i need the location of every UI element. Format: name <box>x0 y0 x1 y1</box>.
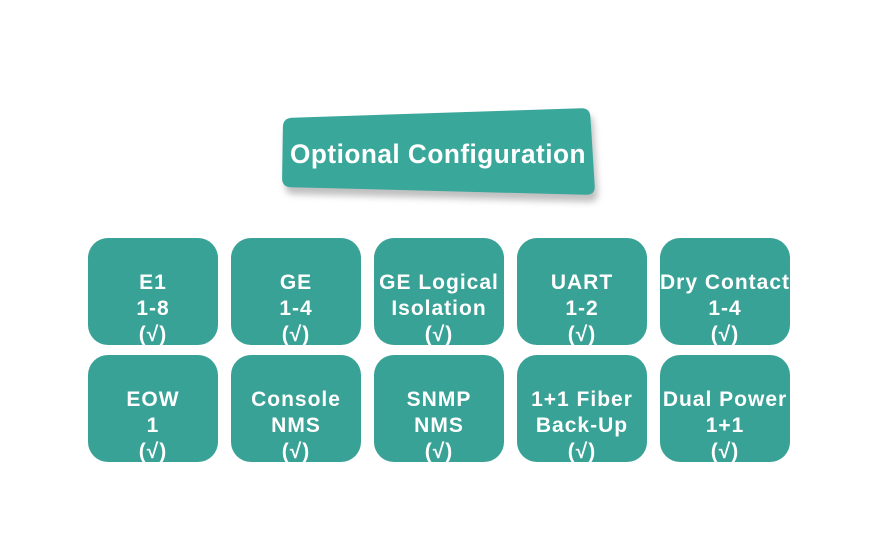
card-line: (√) <box>281 323 311 346</box>
banner: Optional Configuration <box>282 108 598 202</box>
card-lines: Dual Power 1+1 (√) <box>663 387 787 465</box>
card-snmp-nms: SNMP NMS (√) <box>374 355 504 465</box>
card-line: 1+1 <box>705 414 745 437</box>
card-line: E1 <box>139 271 167 294</box>
card-lines: UART 1-2 (√) <box>551 270 613 348</box>
card-line: 1-4 <box>279 297 313 320</box>
card-line: (√) <box>567 440 597 463</box>
card-ge: GE 1-4 (√) <box>231 238 361 348</box>
card-line: 1-8 <box>136 297 170 320</box>
card-line: EOW <box>126 388 180 411</box>
card-line: Console <box>251 388 341 411</box>
card-lines: GE 1-4 (√) <box>279 270 312 348</box>
card-line: (√) <box>138 440 168 463</box>
card-line: 1+1 Fiber <box>531 388 633 411</box>
card-line: 1-4 <box>708 297 742 320</box>
card-line: GE Logical <box>379 271 499 294</box>
banner-shape <box>282 108 595 195</box>
card-e1: E1 1-8 (√) <box>88 238 218 348</box>
card-lines: EOW 1 (√) <box>126 387 179 465</box>
card-line: (√) <box>138 323 168 346</box>
card-dual-power: Dual Power 1+1 (√) <box>660 355 790 465</box>
card-lines: E1 1-8 (√) <box>136 270 169 348</box>
card-line: NMS <box>271 414 321 437</box>
card-line: (√) <box>567 323 597 346</box>
card-dry-contact: Dry Contact 1-4 (√) <box>660 238 790 348</box>
card-line: NMS <box>414 414 464 437</box>
card-line: Dual Power <box>662 388 788 411</box>
card-eow: EOW 1 (√) <box>88 355 218 465</box>
banner-title: Optional Configuration <box>290 139 586 169</box>
card-line: (√) <box>710 323 740 346</box>
card-line: Back-Up <box>535 414 629 437</box>
card-line: SNMP <box>406 388 472 411</box>
card-line: Isolation <box>391 297 487 320</box>
card-line: (√) <box>281 440 311 463</box>
card-lines: Dry Contact 1-4 (√) <box>660 270 790 348</box>
card-line: (√) <box>424 323 454 346</box>
card-lines: SNMP NMS (√) <box>407 387 472 465</box>
card-line: UART <box>550 271 614 294</box>
card-uart: UART 1-2 (√) <box>517 238 647 348</box>
card-line: (√) <box>424 440 454 463</box>
card-line: 1 <box>146 414 160 437</box>
card-line: GE <box>279 271 313 294</box>
card-line: (√) <box>710 440 740 463</box>
card-line: 1-2 <box>565 297 599 320</box>
card-line: Dry Contact <box>659 271 791 294</box>
